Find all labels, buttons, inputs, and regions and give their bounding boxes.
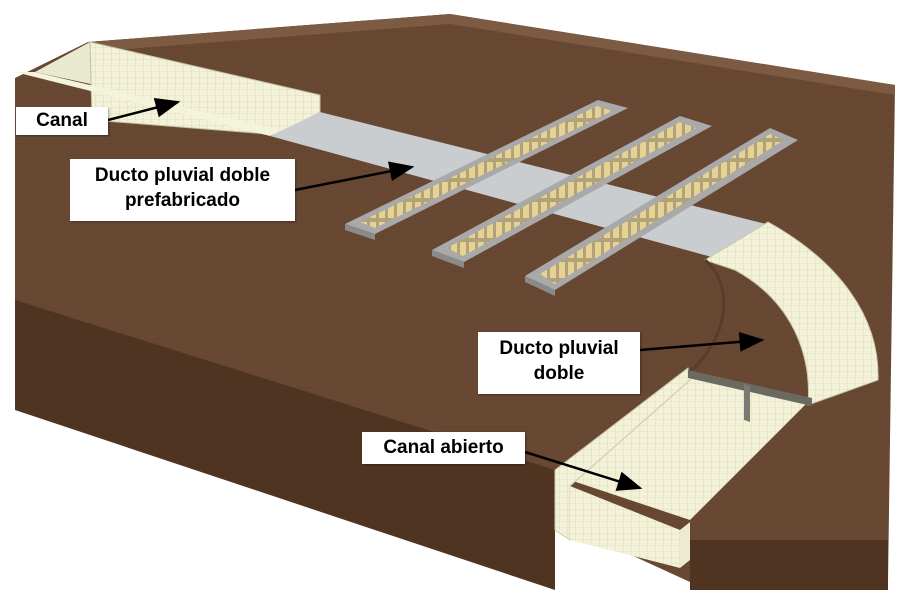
curved-double-duct — [688, 221, 879, 406]
label-ducto-doble: Ducto pluvial doble — [478, 332, 640, 394]
label-canal-abierto: Canal abierto — [362, 432, 525, 464]
label-ducto-prefabricado: Ducto pluvial doble prefabricado — [70, 159, 295, 221]
ground-right-front-face — [690, 540, 888, 590]
canal-structure — [15, 41, 321, 136]
open-channel-front-floor — [570, 486, 680, 568]
label-canal-text: Canal — [36, 110, 88, 131]
curved-duct-surface — [703, 221, 879, 406]
track-slab-1 — [345, 100, 628, 240]
ground-back-edge — [88, 14, 895, 95]
label-ducto-doble-line1: Ducto pluvial — [499, 338, 619, 359]
open-channel-right-wall — [680, 522, 690, 568]
track-slab-3 — [525, 128, 798, 296]
canal-left-lip — [15, 72, 280, 136]
arrow-ducto-prefabricado — [294, 161, 415, 192]
arrow-canal — [107, 97, 181, 122]
label-ducto-prefabricado-line1: Ducto pluvial doble — [94, 165, 271, 186]
ground-front-face — [15, 300, 555, 590]
label-canal-abierto-text: Canal abierto — [383, 437, 504, 458]
arrows — [107, 97, 765, 491]
curved-duct-edge — [688, 258, 726, 374]
label-canal: Canal — [16, 107, 108, 135]
track-slabs — [345, 100, 798, 296]
arrow-ducto-doble — [639, 331, 765, 352]
label-ducto-prefabricado-line2: prefabricado — [124, 190, 241, 211]
channel-bridge-pier — [744, 384, 750, 422]
arrow-canal-abierto — [524, 450, 643, 491]
track-slab-2 — [432, 116, 712, 268]
label-ducto-doble-line2: doble — [533, 363, 585, 384]
